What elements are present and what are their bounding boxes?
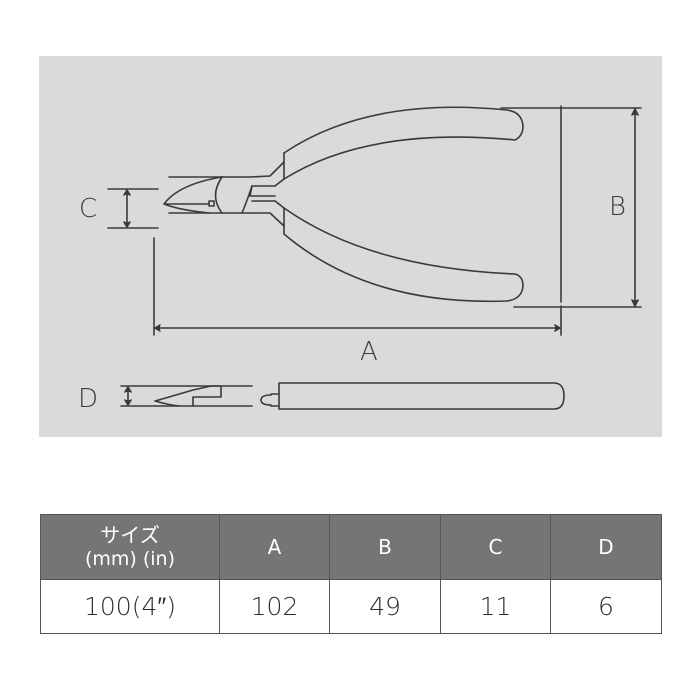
dimension-c — [107, 188, 159, 229]
table-header-row: サイズ (mm) (in) A B C D — [40, 514, 662, 580]
header-a: A — [219, 514, 330, 580]
header-d: D — [550, 514, 662, 580]
pliers-side-view — [120, 382, 565, 410]
label-b: B — [609, 192, 627, 222]
header-size: サイズ (mm) (in) — [40, 514, 220, 580]
label-c: C — [79, 194, 98, 224]
cell-c: 11 — [440, 579, 551, 634]
diagram-panel: C B A D — [39, 56, 662, 437]
header-b: B — [329, 514, 441, 580]
header-size-label: サイズ — [100, 523, 160, 547]
pliers-top-view — [163, 106, 524, 303]
pliers-drawing — [107, 105, 642, 410]
label-a: A — [360, 337, 378, 367]
dimension-b — [500, 107, 642, 308]
cell-b: 49 — [329, 579, 441, 634]
dimension-a — [153, 105, 562, 336]
table-row: 100(4″) 102 49 11 6 — [40, 579, 662, 634]
header-size-units: (mm) (in) — [84, 548, 176, 570]
cell-d: 6 — [550, 579, 662, 634]
label-d: D — [78, 384, 99, 414]
header-c: C — [440, 514, 551, 580]
cell-size: 100(4″) — [40, 579, 220, 634]
spec-table: サイズ (mm) (in) A B C D 100(4″) 102 49 11 … — [40, 514, 662, 634]
cell-a: 102 — [219, 579, 330, 634]
